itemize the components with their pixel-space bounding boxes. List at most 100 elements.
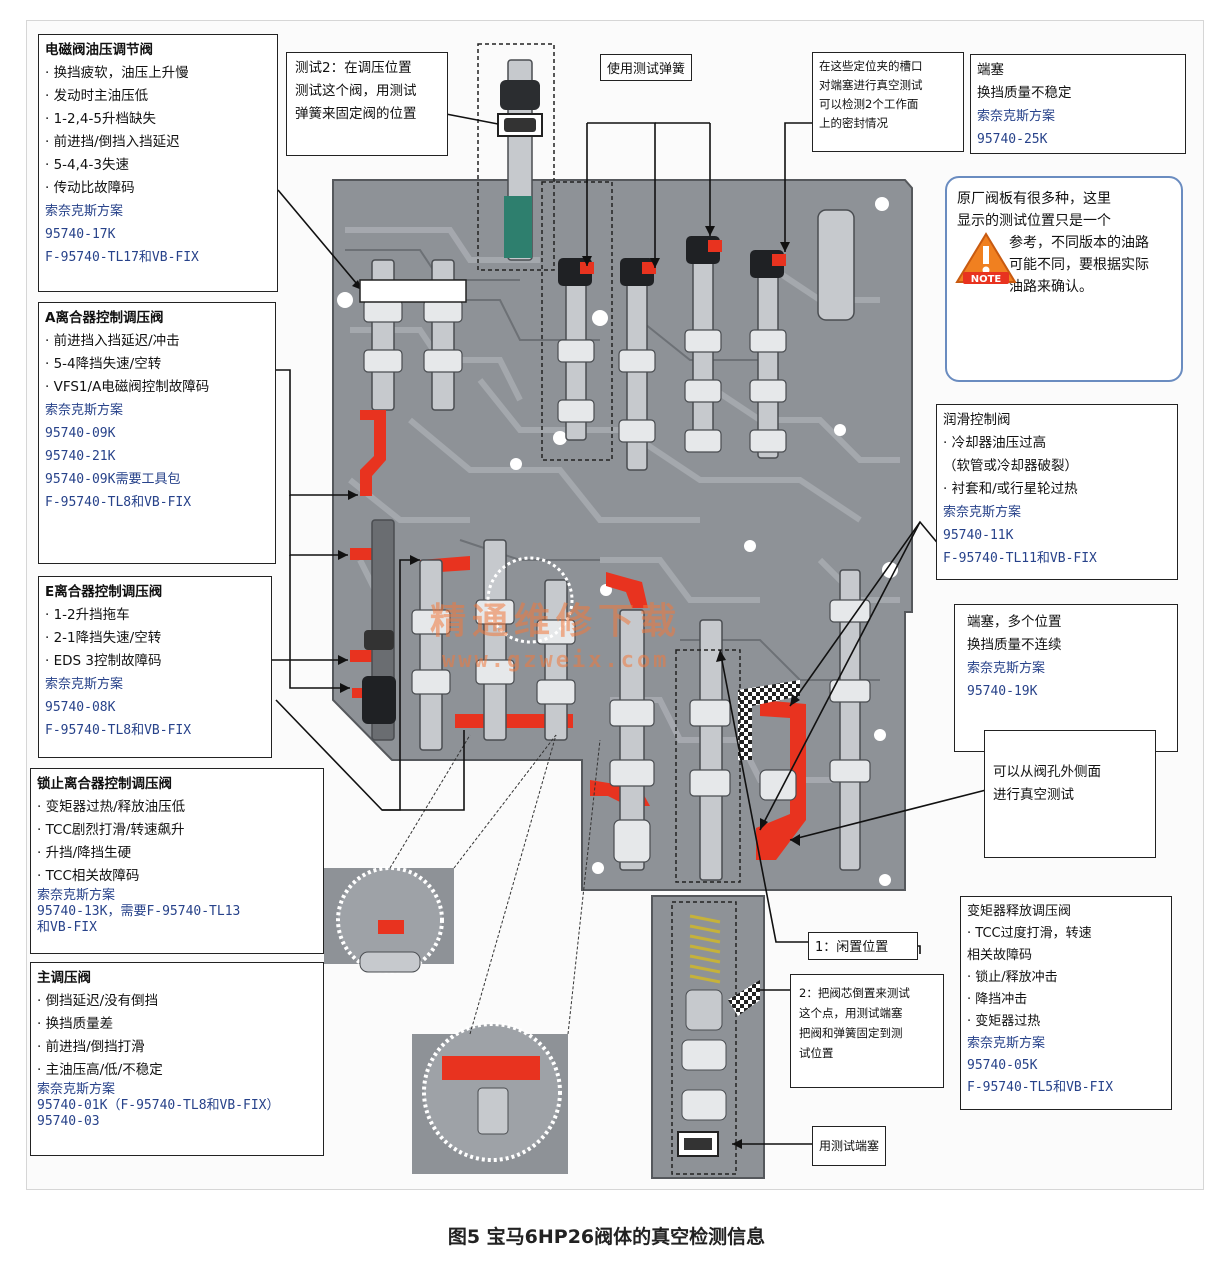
symptom-item: 衬套和/或行星轮过热 bbox=[943, 478, 1171, 501]
symptom-item: 2-1降挡失速/空转 bbox=[45, 627, 265, 650]
note-line: 油路来确认。 bbox=[1009, 279, 1093, 295]
brand-text: 索奈克斯方案 bbox=[967, 661, 1046, 676]
symptom-item: EDS 3控制故障码 bbox=[45, 650, 265, 673]
symptom-item: 升挡/降挡生硬 bbox=[37, 842, 317, 865]
test-point-box: 2：把阀芯倒置来测试 这个点，用测试端塞 把阀和弹簧固定到测 试位置 bbox=[790, 974, 944, 1088]
symptom-item: 主油压高/低/不稳定 bbox=[37, 1059, 317, 1082]
tc-release-regulator-box: 变矩器释放调压阀 TCC过度打滑，转速 相关故障码 锁止/释放冲击 降挡冲击 变… bbox=[960, 896, 1172, 1110]
brand-text: 索奈克斯方案 bbox=[977, 109, 1056, 124]
text-line: 可以从阀孔外侧面 bbox=[993, 764, 1101, 780]
lockup-clutch-regulator-box: 锁止离合器控制调压阀 变矩器过热/释放油压低 TCC剧烈打滑/转速飙升 升挡/降… bbox=[30, 768, 324, 954]
test-plug-label: 用测试端塞 bbox=[812, 1126, 887, 1166]
part-code: 和VB-FIX bbox=[37, 920, 97, 935]
symptom-item: 1-2升挡拖车 bbox=[45, 604, 265, 627]
symptom-item: 前进挡/倒挡入挡延迟 bbox=[45, 131, 271, 154]
brand-text: 索奈克斯方案 bbox=[943, 505, 1022, 520]
note-line: 可能不同，要根据实际 bbox=[1009, 257, 1149, 273]
box-title: E离合器控制调压阀 bbox=[45, 584, 163, 600]
text-line: 进行真空测试 bbox=[993, 787, 1074, 803]
box-title: A离合器控制调压阀 bbox=[45, 310, 164, 326]
text-line: 把阀和弹簧固定到测 bbox=[799, 1026, 903, 1040]
figure-caption: 图5 宝马6HP26阀体的真空检测信息 bbox=[447, 1226, 766, 1248]
box-title: 锁止离合器控制调压阀 bbox=[37, 776, 172, 792]
symptom-item: 前进挡入挡延迟/冲击 bbox=[45, 330, 269, 353]
part-code: F-95740-TL8和VB-FIX bbox=[45, 723, 192, 738]
symptom-item: 冷却器油压过高 bbox=[943, 432, 1171, 455]
note-line: 参考，不同版本的油路 bbox=[1009, 235, 1149, 251]
warning-icon: NOTE bbox=[955, 232, 1017, 285]
idle-position-label: 1：闲置位置 bbox=[808, 932, 918, 960]
symptom-item: TCC相关故障码 bbox=[37, 865, 317, 888]
note-line: 原厂阀板有很多种，这里 bbox=[957, 191, 1111, 207]
part-code: 95740-09K bbox=[45, 426, 116, 441]
part-code: 95740-21K bbox=[45, 449, 116, 464]
box-title: 变矩器释放调压阀 bbox=[967, 904, 1072, 919]
part-code: 95740-09K需要工具包 bbox=[45, 472, 181, 487]
part-code: 95740-13K，需要F-95740-TL13 bbox=[37, 904, 241, 919]
part-code: F-95740-TL17和VB-FIX bbox=[45, 250, 199, 265]
a-clutch-regulator-box: A离合器控制调压阀 前进挡入挡延迟/冲击 5-4降挡失速/空转 VFS1/A电磁… bbox=[38, 302, 276, 564]
note-badge-label: NOTE bbox=[971, 274, 1002, 285]
watermark-text: 精通维修下载 bbox=[430, 601, 683, 642]
symptom-item: 换挡质量差 bbox=[37, 1013, 317, 1036]
symptom-item: TCC过度打滑，转速 bbox=[967, 923, 1165, 945]
brand-text: 索奈克斯方案 bbox=[37, 1082, 116, 1097]
symptom-item: VFS1/A电磁阀控制故障码 bbox=[45, 376, 269, 399]
test2-box: 测试2：在调压位置 测试这个阀，用测试 弹簧来固定阀的位置 bbox=[286, 52, 448, 156]
note-callout: NOTE 原厂阀板有很多种，这里 显示的测试位置只是一个 参考，不同版本的油路 … bbox=[945, 176, 1183, 382]
text-line: 可以检测2个工作面 bbox=[819, 97, 919, 111]
main-regulator-box: 主调压阀 倒挡延迟/没有倒挡 换挡质量差 前进挡/倒挡打滑 主油压高/低/不稳定… bbox=[30, 962, 324, 1156]
symptom-item: 换挡疲软，油压上升慢 bbox=[45, 62, 271, 85]
end-plug-box: 端塞 换挡质量不稳定 索奈克斯方案 95740-25K bbox=[970, 54, 1186, 154]
brand-text: 索奈克斯方案 bbox=[45, 403, 124, 418]
part-code: 95740-08K bbox=[45, 700, 116, 715]
text-line: 上的密封情况 bbox=[819, 116, 888, 130]
outside-vacuum-box: 可以从阀孔外侧面 进行真空测试 bbox=[984, 730, 1156, 858]
watermark-url: www.gzweix.com bbox=[442, 648, 670, 673]
text-line: 2：把阀芯倒置来测试 bbox=[799, 986, 910, 1000]
symptom-item: 降挡冲击 bbox=[967, 989, 1165, 1011]
symptom-item: 1-2,4-5升档缺失 bbox=[45, 108, 271, 131]
multi-end-plug-box: 端塞，多个位置 换挡质量不连续 索奈克斯方案 95740-19K bbox=[954, 604, 1178, 752]
part-code: F-95740-TL8和VB-FIX bbox=[45, 495, 192, 510]
brand-text: 索奈克斯方案 bbox=[45, 677, 124, 692]
symptom-item: 5-4,4-3失速 bbox=[45, 154, 271, 177]
box-title: 润滑控制阀 bbox=[943, 412, 1011, 428]
symptom-item: 换挡质量不稳定 bbox=[977, 85, 1072, 101]
symptom-item: 锁止/释放冲击 bbox=[967, 967, 1165, 989]
box-title: 端塞 bbox=[977, 62, 1004, 78]
part-code: F-95740-TL5和VB-FIX bbox=[967, 1080, 1114, 1095]
e-clutch-regulator-box: E离合器控制调压阀 1-2升挡拖车 2-1降挡失速/空转 EDS 3控制故障码 … bbox=[38, 576, 272, 758]
symptom-item: 5-4降挡失速/空转 bbox=[45, 353, 269, 376]
text-line: 试位置 bbox=[799, 1046, 834, 1060]
symptom-item: 倒挡延迟/没有倒挡 bbox=[37, 990, 317, 1013]
symptom-subtext: 相关故障码 bbox=[967, 948, 1033, 963]
solenoid-regulator-box: 电磁阀油压调节阀 换挡疲软，油压上升慢 发动时主油压低 1-2,4-5升档缺失 … bbox=[38, 34, 278, 292]
symptom-item: 变矩器过热/释放油压低 bbox=[37, 796, 317, 819]
brand-text: 索奈克斯方案 bbox=[37, 888, 116, 903]
part-code: 95740-05K bbox=[967, 1058, 1038, 1073]
brand-text: 索奈克斯方案 bbox=[967, 1036, 1046, 1051]
text-line: 弹簧来固定阀的位置 bbox=[295, 106, 417, 122]
symptom-item: 传动比故障码 bbox=[45, 177, 271, 200]
note-line: 显示的测试位置只是一个 bbox=[957, 213, 1111, 229]
symptom-item: 变矩器过热 bbox=[967, 1011, 1165, 1033]
symptom-item: 发动时主油压低 bbox=[45, 85, 271, 108]
symptom-item: 前进挡/倒挡打滑 bbox=[37, 1036, 317, 1059]
box-title: 主调压阀 bbox=[37, 970, 91, 986]
part-code: 95740-25K bbox=[977, 132, 1048, 147]
lube-control-box: 润滑控制阀 冷却器油压过高 （软管或冷却器破裂） 衬套和/或行星轮过热 索奈克斯… bbox=[936, 404, 1178, 580]
symptom-item: TCC剧烈打滑/转速飙升 bbox=[37, 819, 317, 842]
text-line: 在这些定位夹的槽口 bbox=[819, 59, 923, 73]
text-line: 测试这个阀，用测试 bbox=[295, 83, 417, 99]
part-code: 95740-17K bbox=[45, 227, 116, 242]
symptom-subtext: （软管或冷却器破裂） bbox=[943, 458, 1078, 474]
text-line: 测试2：在调压位置 bbox=[295, 60, 412, 76]
brand-text: 索奈克斯方案 bbox=[45, 204, 124, 219]
part-code: 95740-19K bbox=[967, 684, 1038, 699]
part-code: 95740-11K bbox=[943, 528, 1014, 543]
part-code: 95740-01K（F-95740-TL8和VB-FIX） bbox=[37, 1098, 280, 1113]
text-line: 端塞，多个位置 bbox=[967, 614, 1062, 630]
part-code: 95740-03 bbox=[37, 1114, 100, 1129]
part-code: F-95740-TL11和VB-FIX bbox=[943, 551, 1097, 566]
